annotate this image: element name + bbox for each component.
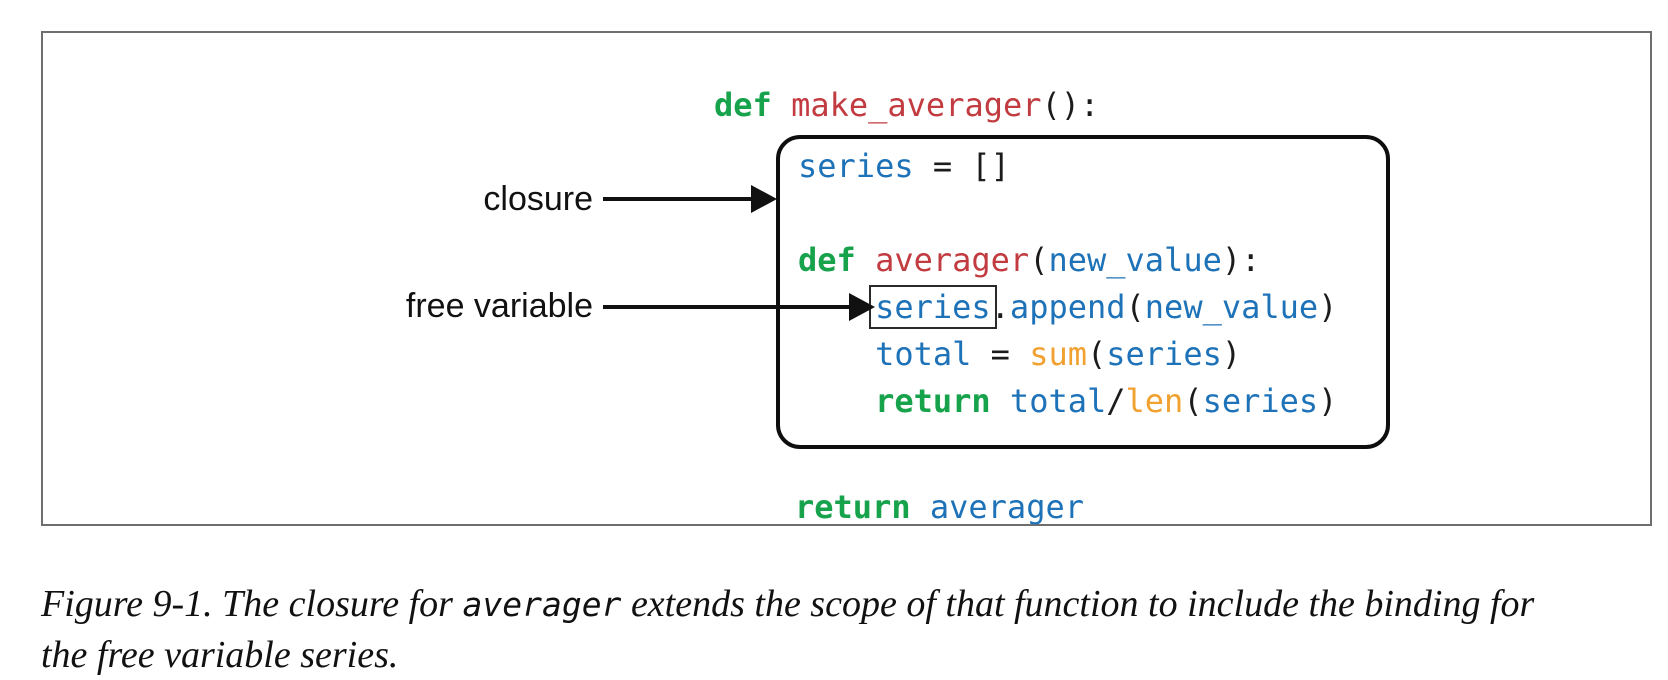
code-token: ) [1318,382,1338,420]
code-token: (): [1041,86,1100,124]
code-token [856,241,875,279]
code-token: return [795,488,911,526]
free-variable-label: free variable [405,287,593,325]
code-token: make_averager [791,86,1042,124]
code-token: series [875,288,991,326]
code-line: def averager(new_value): [798,237,1386,284]
code-token: sum [1029,335,1087,373]
closure-box: series = [] def averager(new_value): ser… [776,135,1390,449]
code-token: len [1125,382,1184,420]
code-token: series [1106,335,1222,373]
figure-caption: Figure 9-1. The closure for averager ext… [41,579,1581,680]
closure-label: closure [483,180,593,218]
code-token [911,488,930,526]
caption-suffix: extends the scope of that function to in… [41,583,1535,676]
code-token: = [] [913,147,1010,185]
code-token: ( [1183,382,1203,420]
free-variable-arrow-head-icon [849,293,875,321]
closure-arrow-head-icon [751,185,777,213]
code-token: def [714,86,772,124]
code-token: averager [875,241,1030,279]
free-variable-arrow-line [603,305,853,309]
code-token: total [1009,382,1107,420]
code-token: . [990,288,1010,326]
code-token: ( [1029,241,1049,279]
code-token: append [1009,288,1126,326]
closure-box-code: series = [] def averager(new_value): ser… [780,139,1386,425]
code-token [772,86,791,124]
code-line: series.append(new_value) [798,284,1386,331]
figure-frame: def make_averager(): series = [] def ave… [41,31,1652,526]
code-line [798,190,1386,237]
code-line: series = [] [798,143,1386,190]
caption-code-word: averager [462,585,622,624]
caption-prefix: Figure 9-1. The closure for [41,583,463,625]
code-def-make-averager: def make_averager(): [714,82,1099,129]
code-line: return total/len(series) [798,378,1386,425]
code-token: = [971,335,1030,373]
code-token: averager [929,488,1084,526]
code-token: ( [1125,288,1145,326]
closure-arrow-line [603,197,755,201]
code-token: new_value [1144,288,1319,326]
code-token [798,382,875,420]
code-token: def [798,241,856,279]
code-return-averager: return averager [795,484,1084,531]
code-line: total = sum(series) [798,331,1386,378]
code-token: ( [1086,335,1107,373]
code-token: new_value [1048,241,1222,279]
code-token: return [875,382,991,420]
code-token [991,382,1010,420]
code-token: ) [1318,288,1338,326]
code-token: total [875,335,972,373]
code-token [798,335,875,373]
code-token: ) [1221,335,1242,373]
code-token: ): [1221,241,1261,279]
code-token: series [1202,382,1319,420]
code-token: series [798,147,914,185]
code-token: / [1106,382,1126,420]
